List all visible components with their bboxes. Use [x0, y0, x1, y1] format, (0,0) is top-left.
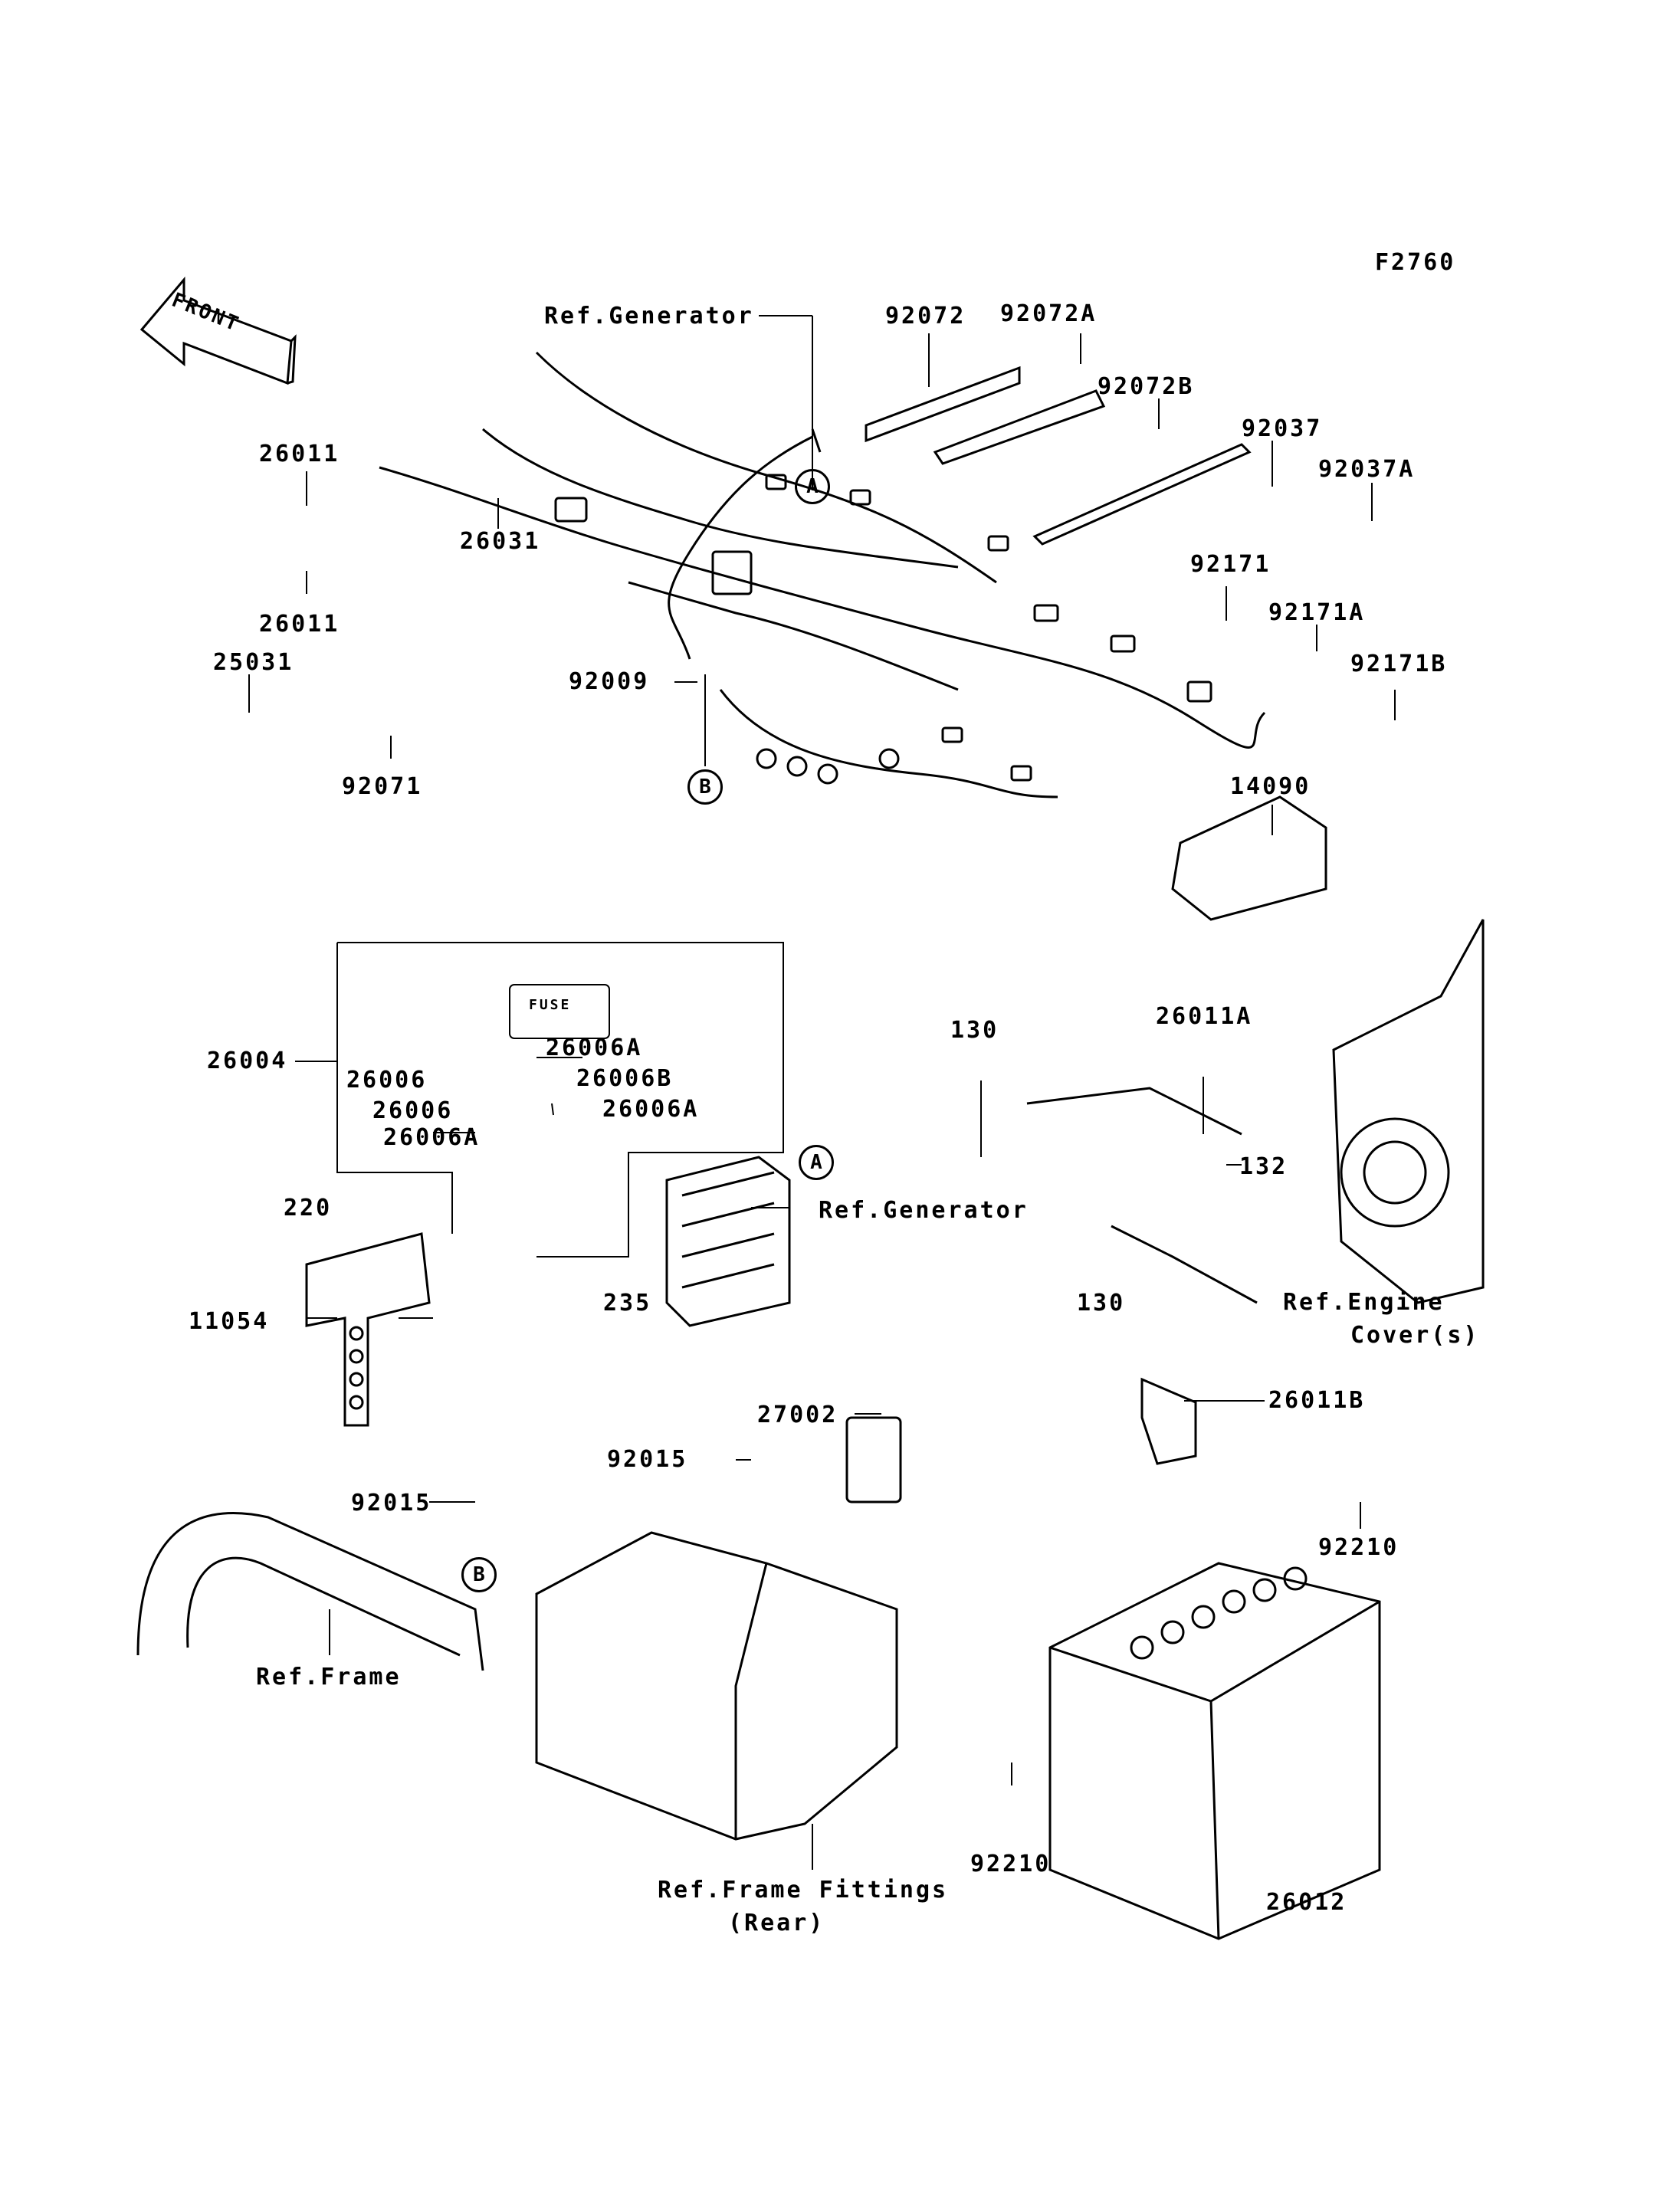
label-92037[interactable]: 92037: [1242, 415, 1323, 442]
label-130-top[interactable]: 130: [950, 1017, 999, 1044]
cover-illustration: [1171, 795, 1327, 921]
callout-b-top: B: [687, 769, 723, 805]
label-26011-bottom[interactable]: 26011: [259, 611, 340, 638]
label-26006-2[interactable]: 26006: [372, 1097, 454, 1124]
label-26004[interactable]: 26004: [207, 1048, 288, 1074]
battery-illustration: [1048, 1562, 1381, 1940]
engine-cover-illustration: [1332, 919, 1485, 1304]
frame-illustration: [136, 1512, 484, 1671]
label-ref-frame[interactable]: Ref.Frame: [256, 1664, 402, 1690]
fuse-cover-text: FUSE: [529, 997, 572, 1013]
label-14090[interactable]: 14090: [1230, 773, 1311, 800]
label-26011B[interactable]: 26011B: [1268, 1387, 1366, 1414]
label-92015-b[interactable]: 92015: [351, 1490, 432, 1517]
front-arrow-icon: [139, 276, 297, 385]
label-ref-generator-mid[interactable]: Ref.Generator: [819, 1197, 1029, 1224]
label-92071[interactable]: 92071: [342, 773, 423, 800]
label-26006A-3[interactable]: 26006A: [383, 1124, 481, 1151]
label-26031[interactable]: 26031: [460, 528, 541, 555]
label-26011-top[interactable]: 26011: [259, 441, 340, 467]
label-92072[interactable]: 92072: [885, 303, 966, 330]
label-92015-a[interactable]: 92015: [607, 1446, 688, 1473]
label-26012[interactable]: 26012: [1266, 1889, 1347, 1916]
label-92210-right[interactable]: 92210: [1318, 1534, 1399, 1561]
label-26006B[interactable]: 26006B: [576, 1065, 674, 1092]
label-92037A[interactable]: 92037A: [1318, 456, 1416, 483]
bracket-illustration: [305, 1232, 431, 1427]
battery-case-illustration: [535, 1416, 902, 1841]
label-92171A[interactable]: 92171A: [1268, 599, 1366, 626]
label-26006A-1[interactable]: 26006A: [546, 1035, 643, 1061]
label-26011A[interactable]: 26011A: [1156, 1003, 1253, 1030]
label-ref-generator-top[interactable]: Ref.Generator: [544, 303, 754, 330]
label-92210-left[interactable]: 92210: [970, 1851, 1052, 1877]
label-235[interactable]: 235: [603, 1290, 652, 1317]
cable-illustration: [1026, 1087, 1258, 1465]
label-132[interactable]: 132: [1239, 1153, 1288, 1180]
label-92072A[interactable]: 92072A: [1000, 300, 1098, 327]
regulator-illustration: [665, 1156, 791, 1327]
wire-harness-illustration: [379, 351, 1266, 798]
cable-tie-illustration: [865, 366, 1252, 546]
label-130-mid[interactable]: 130: [1077, 1290, 1126, 1317]
label-220[interactable]: 220: [284, 1195, 333, 1221]
label-ref-engine-cover-1[interactable]: Ref.Engine: [1283, 1289, 1445, 1316]
callout-a-top: A: [795, 469, 830, 504]
label-11054[interactable]: 11054: [189, 1308, 270, 1335]
label-ref-frame-fittings-1[interactable]: Ref.Frame Fittings: [658, 1877, 949, 1904]
label-92171[interactable]: 92171: [1190, 551, 1271, 578]
figure-id: F2760: [1375, 249, 1456, 276]
label-26006A-2[interactable]: 26006A: [602, 1096, 700, 1123]
label-92171B[interactable]: 92171B: [1350, 651, 1448, 677]
callout-a-mid: A: [799, 1145, 834, 1180]
callout-b-mid: B: [461, 1557, 497, 1592]
fuse-kit-outline: [336, 942, 784, 1258]
label-26006-1[interactable]: 26006: [346, 1067, 428, 1094]
label-ref-engine-cover-2[interactable]: Cover(s): [1350, 1322, 1480, 1349]
label-92009[interactable]: 92009: [569, 668, 650, 695]
label-ref-frame-fittings-2[interactable]: (Rear): [728, 1910, 825, 1936]
label-92072B[interactable]: 92072B: [1098, 373, 1195, 400]
label-27002[interactable]: 27002: [757, 1402, 838, 1428]
label-25031[interactable]: 25031: [213, 649, 294, 676]
